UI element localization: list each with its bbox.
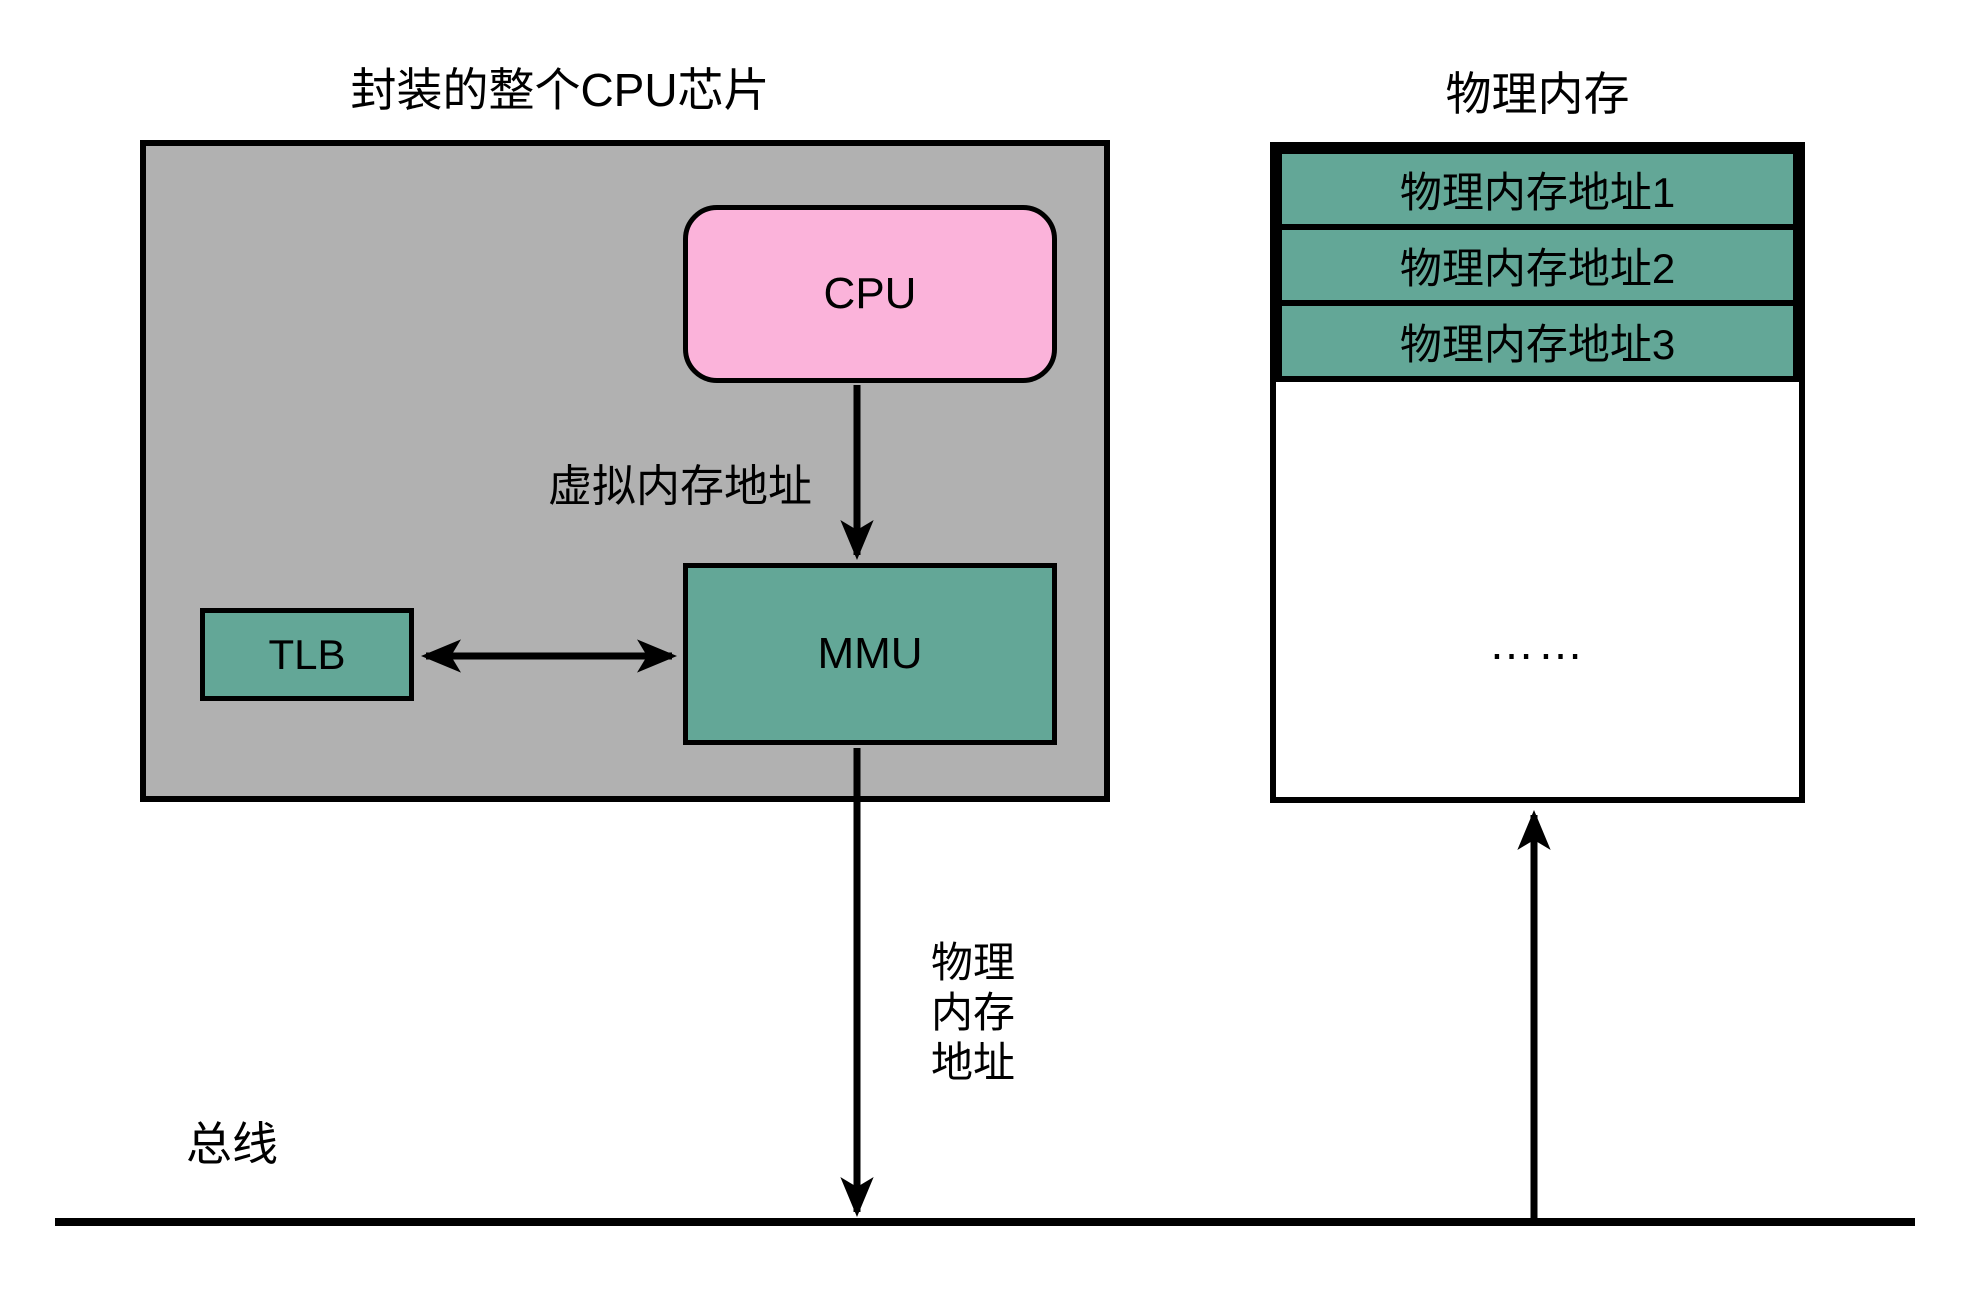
mmu-label: MMU <box>817 629 923 678</box>
mmu-box: MMU <box>683 563 1057 745</box>
bus-label: 总线 <box>186 1118 278 1170</box>
physical-memory-address-line: 物理 <box>931 939 1016 986</box>
cpu-label: CPU <box>823 269 917 318</box>
physical-memory-title: 物理内存 <box>1445 68 1630 120</box>
memory-row: 物理内存地址2 <box>1276 224 1799 306</box>
physical-memory-box: 物理内存地址1 物理内存地址2 物理内存地址3 …… <box>1270 142 1805 803</box>
physical-memory-address-line: 地址 <box>931 1039 1016 1086</box>
tlb-label: TLB <box>268 630 346 678</box>
memory-row: 物理内存地址3 <box>1276 300 1799 382</box>
memory-row: 物理内存地址1 <box>1276 148 1799 230</box>
tlb-box: TLB <box>200 608 414 701</box>
memory-row-label: 物理内存地址1 <box>1399 168 1676 216</box>
memory-ellipsis: …… <box>1488 617 1587 669</box>
physical-memory-address-line: 内存 <box>931 989 1016 1036</box>
cpu-chip-package-title: 封装的整个CPU芯片 <box>350 64 770 116</box>
memory-row-label: 物理内存地址3 <box>1399 320 1676 368</box>
memory-row-label: 物理内存地址2 <box>1399 244 1676 292</box>
physical-memory-address-label: 物理 内存 地址 <box>931 938 1015 1088</box>
virtual-memory-address-label: 虚拟内存地址 <box>548 462 812 511</box>
cpu-box: CPU <box>683 205 1057 383</box>
